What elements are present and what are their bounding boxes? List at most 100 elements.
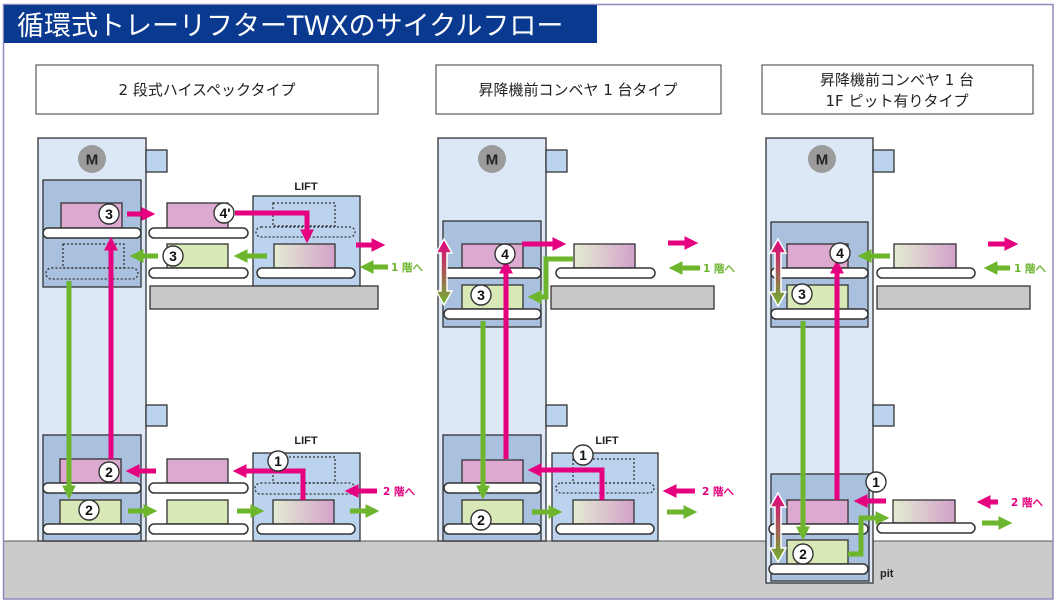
- roller-conveyor: [256, 267, 356, 279]
- tray-ghost: [272, 202, 336, 227]
- step-number: 1: [872, 474, 880, 490]
- guide-block: [145, 404, 168, 427]
- step-number: 4': [219, 205, 230, 221]
- guide-block: [545, 404, 568, 427]
- ground-floor: [4, 541, 1053, 599]
- roller-conveyor: [768, 563, 869, 575]
- roller-conveyor: [443, 267, 542, 279]
- label-box: [435, 64, 722, 115]
- panel-two-stage: 2 段式ハイスペックタイプ M LIFT LIFT: [35, 64, 423, 542]
- guide-block: [872, 149, 895, 173]
- roller-conveyor: [443, 523, 542, 535]
- step-marker: 2: [792, 543, 814, 565]
- step-circle: [162, 245, 184, 267]
- roller-conveyor: [42, 227, 142, 239]
- step-circle: [470, 284, 492, 306]
- roller-conveyor: [42, 523, 142, 535]
- step-circle: [98, 203, 120, 225]
- floor-slab: [550, 285, 715, 310]
- panel-single-front-conveyor-pit: 昇降機前コンベヤ 1 台 1F ピット有りタイプ M 1 階: [761, 64, 1046, 584]
- roller-conveyor: [443, 482, 542, 494]
- step-number: 2: [799, 546, 807, 562]
- step-number: 4: [836, 245, 844, 261]
- pit-label: pit: [880, 568, 894, 580]
- step-circle: [865, 471, 887, 493]
- tray-pink: [461, 459, 524, 484]
- roller-ghost: [45, 267, 139, 280]
- to-floor2-label: 2 階へ: [383, 485, 415, 498]
- label-box: [761, 64, 1034, 115]
- motor-icon: [808, 145, 836, 173]
- lift-label: LIFT: [595, 435, 618, 447]
- roller-conveyor: [148, 267, 249, 279]
- step-marker: 1: [267, 450, 289, 472]
- step-marker: 2: [470, 509, 492, 531]
- roller-conveyor: [148, 227, 249, 239]
- step-number: 4: [501, 246, 509, 262]
- roller-conveyor: [42, 482, 142, 494]
- to-floor2-label: 2 階へ: [1011, 496, 1043, 509]
- step-circle: [791, 283, 813, 305]
- panel-single-front-conveyor: 昇降機前コンベヤ 1 台タイプ M LIFT: [434, 64, 735, 542]
- updown-arrow-icon: [768, 491, 788, 564]
- tray-pink: [786, 499, 849, 525]
- panel-title-line-2: 1F ピット有りタイプ: [826, 92, 969, 110]
- motor-label: M: [816, 152, 829, 169]
- label-box: [35, 64, 379, 115]
- floor-slab: [149, 285, 379, 310]
- step-marker: 4: [494, 243, 516, 265]
- step-number: 3: [105, 206, 113, 222]
- roller-conveyor: [555, 267, 656, 279]
- step-marker: 3: [470, 284, 492, 306]
- motor-label: M: [486, 152, 499, 169]
- to-floor1-label: 1 階へ: [391, 261, 423, 274]
- step-marker: 4': [213, 202, 235, 224]
- step-circle: [470, 509, 492, 531]
- to-floor2-label: 2 階へ: [702, 485, 734, 498]
- step-number: 3: [477, 287, 485, 303]
- step-marker: 1: [572, 444, 594, 466]
- lift-label: LIFT: [294, 435, 317, 447]
- step-number: 2: [105, 464, 113, 480]
- roller-conveyor: [555, 523, 655, 535]
- roller-conveyor: [770, 308, 869, 320]
- roller-conveyor: [148, 523, 249, 535]
- tray-transfer: [893, 243, 957, 269]
- panel-title: 2 段式ハイスペックタイプ: [119, 81, 296, 99]
- updown-arrow-icon: [434, 237, 454, 307]
- tray-transfer: [272, 499, 335, 525]
- step-marker: 4: [829, 242, 851, 264]
- page-title: 循環式トレーリフターTWXのサイクルフロー: [17, 11, 563, 42]
- roller-conveyor: [768, 523, 869, 535]
- step-marker: 2: [98, 461, 120, 483]
- step-marker: 3: [98, 203, 120, 225]
- flow-arrow-green: [527, 256, 573, 304]
- roller-conveyor: [770, 267, 869, 279]
- step-circle: [829, 242, 851, 264]
- step-circle: [213, 202, 235, 224]
- page-frame: [2, 3, 1054, 600]
- tray-pink: [166, 458, 229, 484]
- motor-icon: [78, 145, 106, 173]
- step-number: 2: [477, 512, 485, 528]
- tray-ghost: [62, 243, 125, 269]
- step-number: 3: [798, 286, 806, 302]
- step-circle: [98, 461, 120, 483]
- step-number: 1: [579, 447, 587, 463]
- guide-block: [872, 404, 895, 427]
- step-marker: 2: [78, 499, 100, 521]
- step-number: 3: [169, 248, 177, 264]
- step-circle: [494, 243, 516, 265]
- panel-title-line-1: 昇降機前コンベヤ 1 台: [820, 71, 974, 89]
- tray-green: [166, 499, 229, 525]
- step-marker: 3: [791, 283, 813, 305]
- roller-conveyor: [876, 267, 976, 279]
- step-circle: [572, 444, 594, 466]
- tray-transfer: [892, 499, 956, 524]
- flow-arrow-pink: [232, 464, 306, 500]
- roller-conveyor: [148, 482, 249, 494]
- guide-block: [145, 149, 168, 173]
- step-marker: 1: [865, 471, 887, 493]
- step-circle: [78, 499, 100, 521]
